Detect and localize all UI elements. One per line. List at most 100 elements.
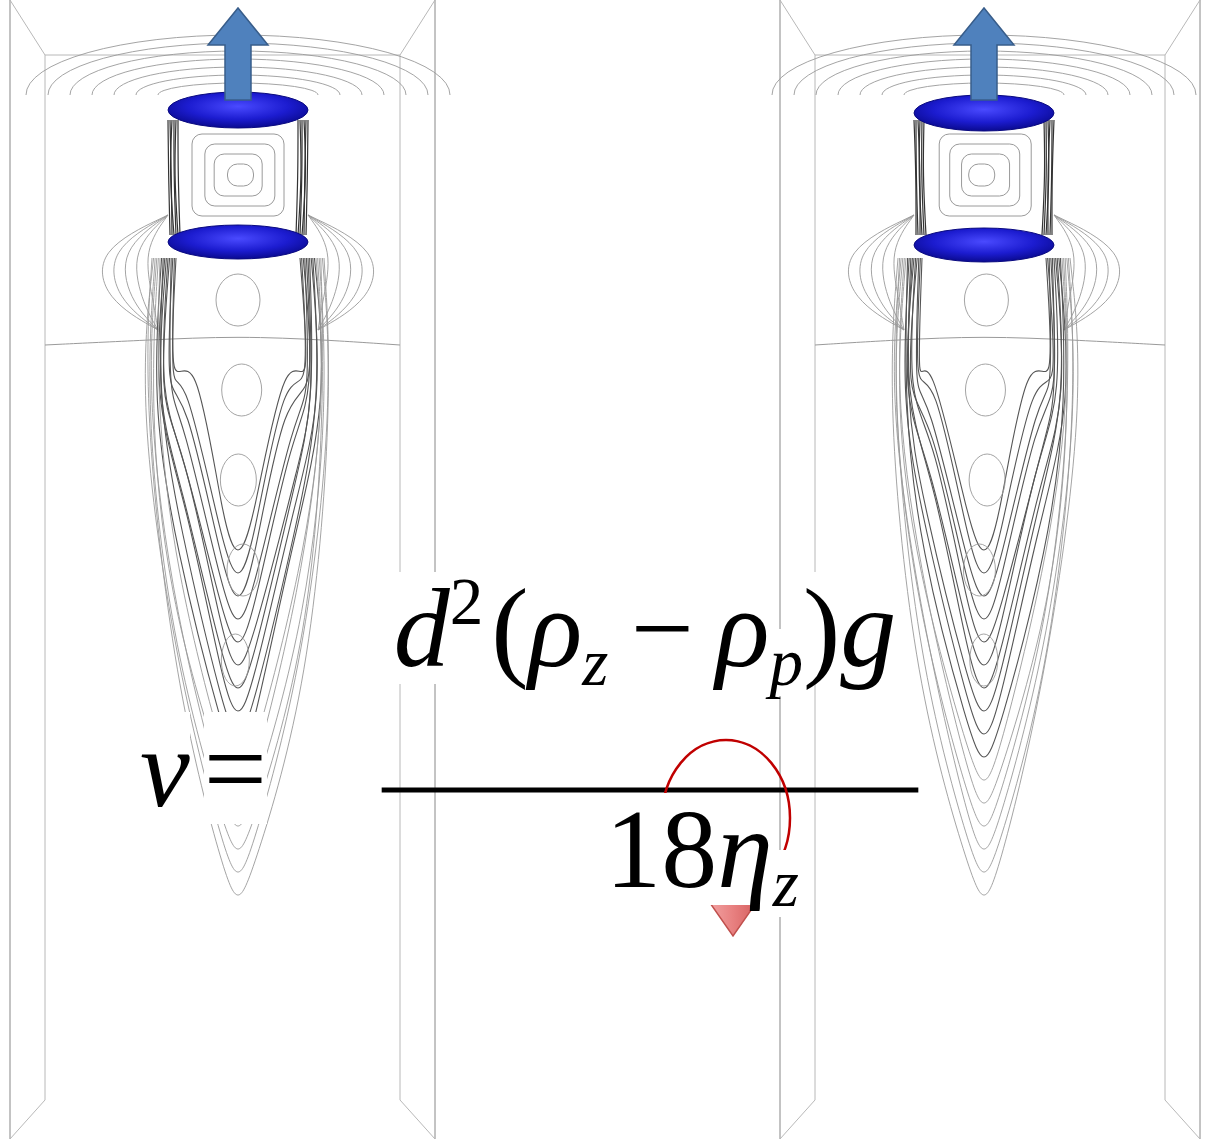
panel-edge (1165, 55, 1166, 1100)
contour-line (159, 258, 318, 711)
formula-symbol: = (204, 712, 267, 824)
contour-line (900, 258, 1067, 780)
contour-line (906, 258, 1064, 757)
contour-line (169, 258, 310, 596)
contour-line (163, 258, 311, 665)
contour-line (969, 454, 1005, 506)
subscript: z (773, 850, 799, 917)
panel-edge (780, 0, 815, 55)
disc (168, 225, 308, 259)
superscript: 2 (450, 568, 484, 635)
contour-line (896, 258, 1068, 826)
formula-numerator: d2(ρz−ρp)g (394, 572, 897, 684)
contour-line (171, 120, 174, 235)
contour-line (892, 258, 1078, 895)
contour-line (302, 120, 305, 235)
contour-line (962, 154, 1010, 196)
contour-line (221, 634, 249, 686)
panel-edge (400, 1100, 435, 1139)
contour-line (912, 258, 1055, 642)
contour-line (158, 258, 321, 780)
subscript: z (582, 629, 608, 696)
contour-line (922, 120, 924, 235)
formula-symbol: 18 (605, 793, 717, 905)
contour-line (160, 258, 311, 688)
contour-line (216, 274, 260, 326)
contour-line (965, 364, 1005, 416)
contour-line (1044, 120, 1046, 235)
contour-line (939, 134, 1031, 216)
contour-line (168, 120, 170, 235)
up-arrow (208, 8, 268, 100)
contour-line (163, 258, 309, 642)
contour-line (914, 120, 916, 235)
up-arrow (954, 8, 1014, 100)
formula-symbol: ( (491, 572, 528, 684)
contour-line (308, 215, 374, 330)
contour-line (308, 215, 351, 330)
contour-line (1054, 215, 1108, 330)
formula-symbol: ρ (716, 572, 770, 684)
panel-edge (400, 0, 435, 55)
contour-line (205, 144, 275, 206)
contour-line (220, 454, 256, 506)
panel-edge (45, 55, 400, 56)
contour-line (174, 120, 176, 235)
subscript: p (769, 629, 803, 696)
contour-line (916, 258, 1050, 596)
fraction-bar (382, 788, 919, 793)
panel-frame (780, 0, 1200, 1139)
contour-line (964, 274, 1008, 326)
contour-line (296, 120, 298, 235)
contour-line (1048, 120, 1050, 235)
contour-line (222, 364, 262, 416)
formula-symbol: ) (803, 572, 840, 684)
panel-edge (780, 1100, 815, 1139)
formula-symbol: − (630, 572, 693, 684)
contour-line (908, 258, 1061, 688)
formula-symbol: η (717, 793, 773, 905)
contour-line (900, 258, 1068, 803)
contour-line (896, 258, 1073, 872)
contour-line (908, 258, 1061, 711)
contour-line (969, 164, 995, 186)
contour-line (970, 634, 998, 686)
contour-line (963, 544, 995, 596)
disc (914, 228, 1054, 262)
contour-line (1052, 120, 1054, 235)
panel-edge (1165, 1100, 1200, 1139)
contour-line (227, 544, 259, 596)
formula-left: v= (140, 712, 267, 824)
contour-line (178, 120, 180, 235)
contour-line (45, 337, 400, 345)
formula-symbol: v (140, 712, 190, 824)
contour-line (304, 120, 306, 235)
contour-line (950, 144, 1020, 206)
contour-line (170, 120, 172, 235)
contour-line (306, 120, 308, 235)
contour-line (228, 164, 254, 186)
formula-symbol: ρ (529, 572, 583, 684)
contour-line (161, 258, 317, 734)
simulation-panel (772, 0, 1200, 1139)
panel-frame (10, 0, 435, 1139)
formula-symbol: g (840, 572, 896, 684)
panel-edge (1165, 0, 1200, 55)
contour-line (300, 120, 302, 235)
contour-line (917, 258, 1053, 573)
formula-denominator: 18ηz (605, 793, 799, 905)
contour-line (157, 258, 322, 757)
contour-line (192, 134, 284, 216)
panel-edge (10, 1100, 45, 1139)
contour-line (173, 258, 306, 550)
contour-line (918, 120, 920, 235)
panel-edge (10, 0, 45, 55)
contour-line (894, 258, 1073, 849)
formula-symbol: d (394, 572, 450, 684)
contour-line (905, 258, 1066, 734)
contour-line (214, 154, 262, 196)
contour-line (848, 215, 914, 330)
contour-line (815, 337, 1165, 345)
